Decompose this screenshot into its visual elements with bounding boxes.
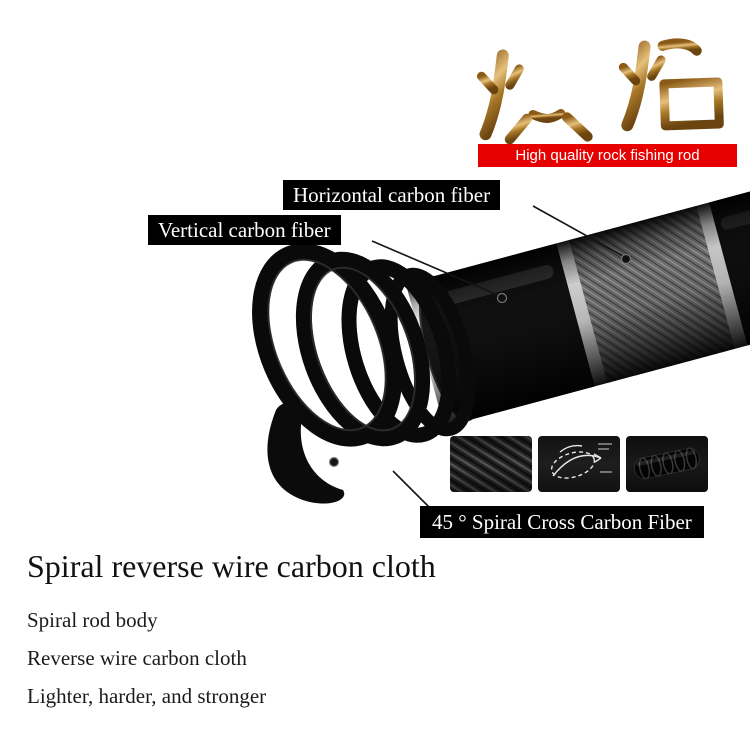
footer-line-1: Spiral rod body [27,608,158,632]
brand-logo-calligraphy [468,32,740,145]
footer-line-2: Reverse wire carbon cloth [27,646,247,670]
footer-heading: Spiral reverse wire carbon cloth [27,548,436,584]
callout-horizontal-carbon-fiber: Horizontal carbon fiber [283,180,501,210]
rod-body [405,169,750,427]
thumbnail-spiral-rod [626,436,708,492]
tagline-banner: High quality rock fishing rod [478,144,737,167]
thumbnail-spiral-diagram [538,436,620,492]
marker-dots [328,253,632,468]
callout-lines [371,205,624,509]
calligraphy-strokes [477,38,727,145]
spiral-wrap-loops [252,243,476,447]
thumbnail-carbon-weave [450,436,532,492]
spiral-loop-sheen [267,258,417,432]
footer-line-3: Lighter, harder, and stronger [27,684,267,708]
unwound-tape-tail [267,403,345,504]
callout-vertical-carbon-fiber: Vertical carbon fiber [148,215,341,245]
callout-spiral-cross-carbon-fiber: 45 ° Spiral Cross Carbon Fiber [420,506,704,538]
